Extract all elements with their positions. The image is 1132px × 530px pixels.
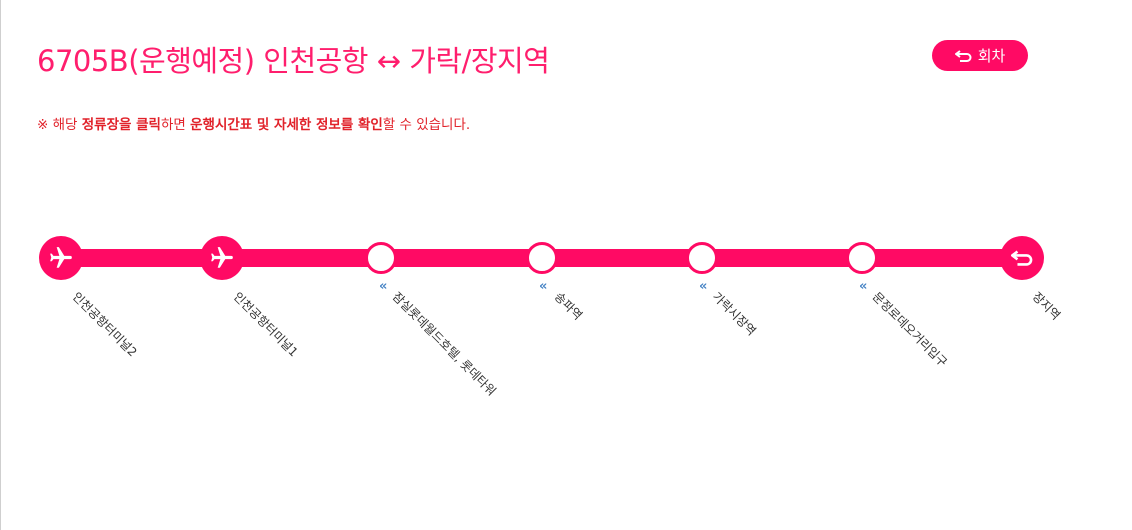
direction-chevron-icon: « xyxy=(379,279,388,294)
stop-label[interactable]: 문정로데오거리입구 xyxy=(869,289,950,370)
stop-jangji[interactable] xyxy=(1000,236,1044,280)
notice-text: ※ 해당 정류장을 클릭하면 운행시간표 및 자세한 정보를 확인할 수 있습니… xyxy=(37,113,470,133)
notice-emphasis: 운행시간표 및 자세한 정보를 확인 xyxy=(190,117,383,133)
stop-incheon-airport-t2[interactable] xyxy=(39,236,83,280)
notice-emphasis: 정류장을 클릭 xyxy=(81,117,161,133)
page-title: 6705B(운행예정) 인천공항 ↔ 가락/장지역 xyxy=(37,44,550,78)
stop-songpa[interactable] xyxy=(526,242,558,274)
stop-label[interactable]: 인천공항터미널2 xyxy=(69,289,140,360)
stop-label[interactable]: 인천공항터미널1 xyxy=(230,289,301,360)
notice-part: ※ 해당 xyxy=(37,117,82,133)
stop-munjeong-rodeo[interactable] xyxy=(846,242,878,274)
return-arrow-icon xyxy=(954,49,972,62)
notice-part: 하면 xyxy=(160,117,191,133)
notice-part: 할 수 있습니다. xyxy=(382,117,471,133)
stop-label[interactable]: 송파역 xyxy=(551,289,586,323)
stop-jamsil-lotte[interactable] xyxy=(365,242,397,274)
stop-garak-market[interactable] xyxy=(686,242,718,274)
direction-chevron-icon: « xyxy=(859,279,868,294)
stop-label[interactable]: 잠실롯데월드호텔, 롯데타워 xyxy=(389,289,499,399)
direction-chevron-icon: « xyxy=(699,279,708,294)
stop-label[interactable]: 장지역 xyxy=(1029,289,1064,323)
stop-incheon-airport-t1[interactable] xyxy=(200,236,244,280)
airplane-icon xyxy=(50,247,72,268)
direction-chevron-icon: « xyxy=(539,279,548,294)
return-button[interactable]: 회차 xyxy=(932,40,1028,71)
return-button-label: 회차 xyxy=(977,47,1006,65)
stop-label[interactable]: 가락시장역 xyxy=(709,289,759,339)
return-icon xyxy=(1011,250,1033,266)
airplane-icon xyxy=(211,247,233,268)
